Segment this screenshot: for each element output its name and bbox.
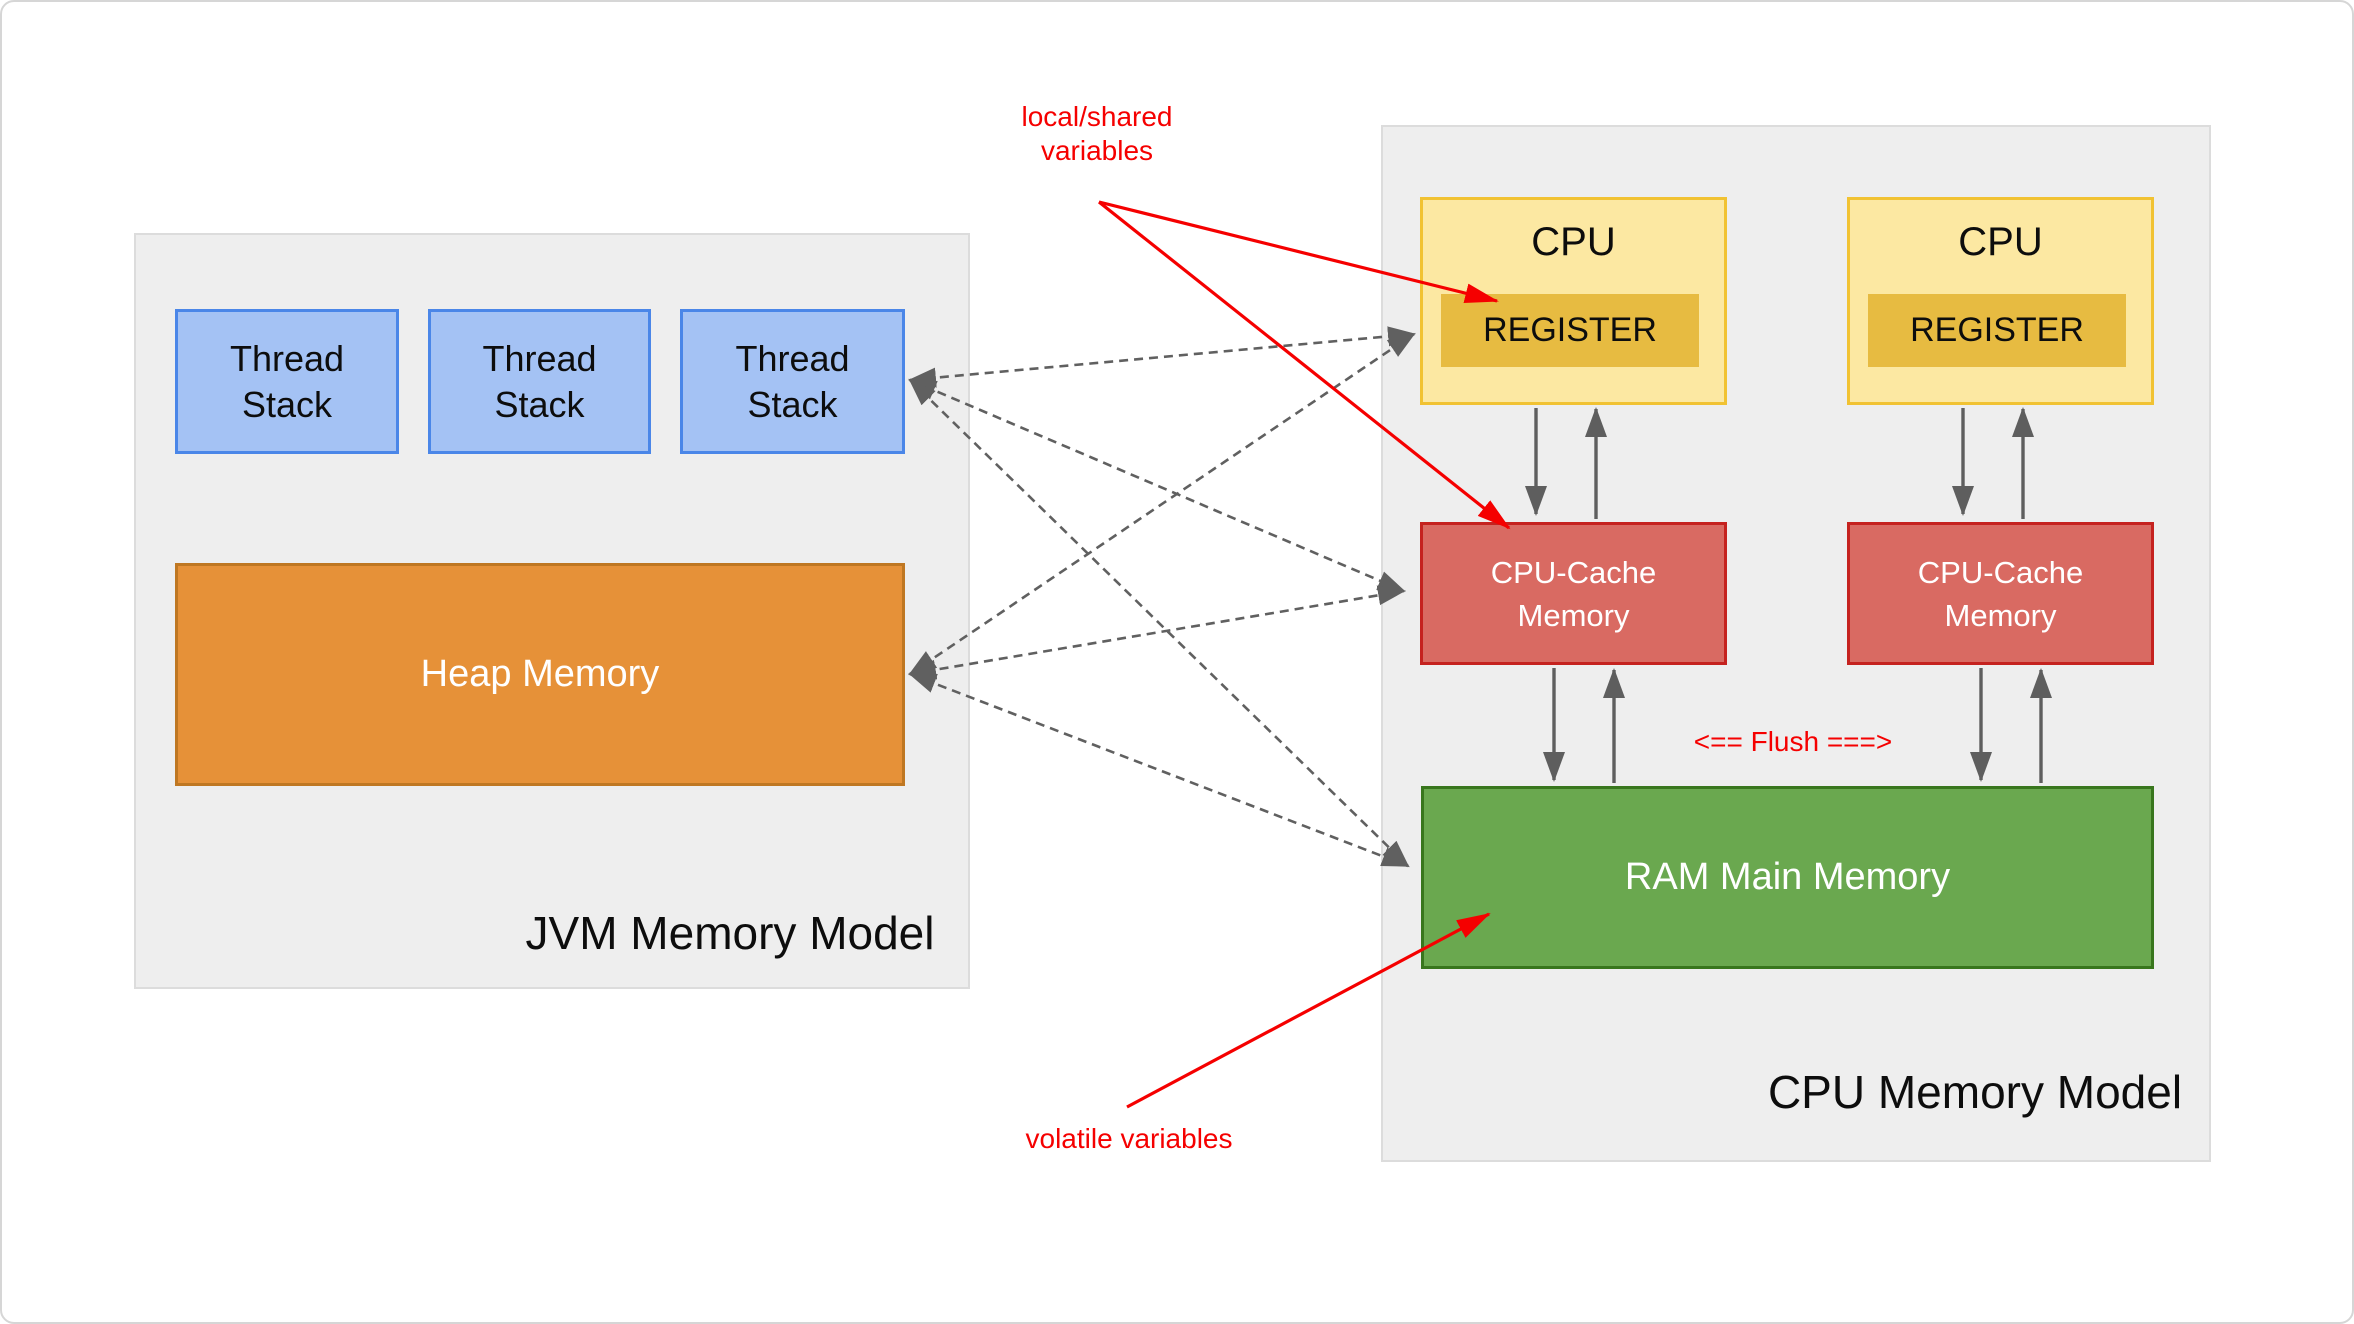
thread-stack-label: Thread Stack	[482, 337, 597, 425]
dashed-arrow-heap-to-cache	[908, 585, 1406, 680]
flush-annotation: <== Flush ===>	[1693, 726, 1893, 757]
thread-stack-box-1: Thread Stack	[175, 309, 399, 454]
dashed-arrow-heap-to-register	[908, 332, 1416, 676]
dashed-arrow-thread-to-ram	[908, 378, 1410, 868]
cpu-cache-box-1: CPU-Cache Memory	[1420, 522, 1727, 665]
jvm-model-title: JVM Memory Model	[525, 907, 935, 959]
thread-stack-box-3: Thread Stack	[680, 309, 905, 454]
register-box-1: REGISTER	[1441, 294, 1699, 367]
heap-memory-box: Heap Memory	[175, 563, 905, 786]
heap-memory-label: Heap Memory	[420, 653, 660, 695]
cpu-label: CPU	[1958, 220, 2043, 264]
thread-stack-label: Thread Stack	[229, 337, 345, 425]
ram-main-memory-label: RAM Main Memory	[1624, 856, 1951, 898]
dashed-arrow-heap-to-ram	[908, 672, 1410, 868]
dashed-arrow-thread-to-register	[908, 326, 1416, 388]
cpu-model-title: CPU Memory Model	[1767, 1066, 2183, 1118]
cpu-label: CPU	[1531, 220, 1616, 264]
dashed-arrow-thread-to-cache	[908, 378, 1406, 593]
ram-main-memory-box: RAM Main Memory	[1421, 786, 2154, 969]
thread-stack-box-2: Thread Stack	[428, 309, 651, 454]
thread-stack-label: Thread Stack	[735, 337, 850, 425]
volatile-variables-note: volatile variables	[1025, 1123, 1233, 1154]
cpu-cache-label: CPU-Cache Memory	[1490, 554, 1657, 633]
cpu-cache-box-2: CPU-Cache Memory	[1847, 522, 2154, 665]
register-box-2: REGISTER	[1868, 294, 2126, 367]
register-label: REGISTER	[1910, 311, 2084, 349]
cpu-cache-label: CPU-Cache Memory	[1917, 554, 2084, 633]
local-shared-variables-note: local/shared variables	[1021, 101, 1173, 166]
register-label: REGISTER	[1483, 311, 1657, 349]
